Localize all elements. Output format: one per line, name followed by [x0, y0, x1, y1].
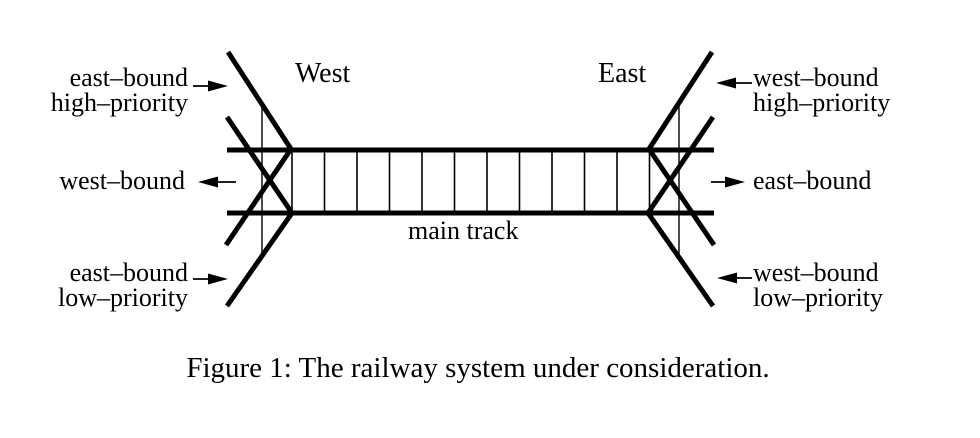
east-crossover-b — [646, 147, 717, 247]
west-high-priority-branch — [225, 50, 294, 151]
label-east-bound-high-priority: east–bound high–priority — [50, 63, 188, 117]
label-line: low–priority — [58, 283, 188, 312]
west-crossover-b — [223, 147, 294, 247]
label-west-region: West — [295, 58, 351, 89]
label-line: west–bound — [753, 258, 879, 287]
figure-caption: Figure 1: The railway system under consi… — [186, 352, 770, 384]
east-crossover-a — [645, 115, 716, 215]
west-bound-low-priority-left-arrow-icon — [717, 272, 752, 284]
east-high-priority-branch — [646, 50, 715, 151]
label-line: high–priority — [50, 88, 188, 117]
label-line: east–bound — [69, 258, 188, 287]
west-low-priority-branch — [224, 211, 295, 308]
main-track — [227, 147, 714, 216]
east-bound-right-arrow-icon — [711, 176, 745, 188]
west-junction — [223, 50, 295, 308]
label-east-bound-low-priority: east–bound low–priority — [58, 258, 188, 312]
label-east-region: East — [598, 58, 647, 89]
label-west-bound-exit: west–bound — [59, 166, 185, 195]
east-bound-high-priority-right-arrow-icon — [193, 80, 228, 92]
label-east-bound-exit: east–bound — [753, 166, 872, 195]
label-line: low–priority — [753, 283, 883, 312]
track-ties — [291, 148, 651, 215]
west-bound-high-priority-left-arrow-icon — [716, 77, 752, 89]
label-line: east–bound — [69, 63, 188, 92]
west-bound-left-arrow-icon — [198, 176, 236, 188]
label-west-bound-high-priority: west–bound high–priority — [753, 63, 891, 117]
east-junction — [645, 50, 717, 308]
label-west-bound-low-priority: west–bound low–priority — [753, 258, 883, 312]
direction-arrows — [193, 77, 752, 285]
east-bound-low-priority-right-arrow-icon — [193, 273, 228, 285]
label-main-track: main track — [408, 216, 519, 245]
west-crossover-a — [224, 115, 295, 215]
east-low-priority-branch — [645, 211, 716, 308]
label-line: west–bound — [753, 63, 879, 92]
label-line: high–priority — [753, 88, 891, 117]
